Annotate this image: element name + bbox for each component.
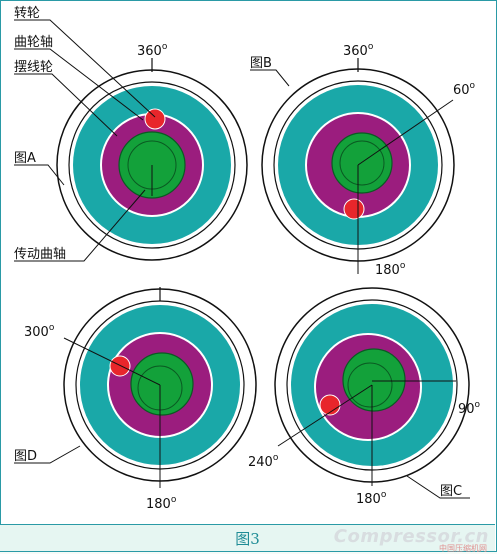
caption-bar: 图3 Compressor.cn 中国压缩机网 bbox=[0, 524, 495, 553]
rotor-ball-a bbox=[144, 108, 166, 130]
svg-text:180o: 180o bbox=[146, 495, 177, 512]
svg-text:240o: 240o bbox=[248, 453, 279, 470]
rotor-ball-b bbox=[343, 198, 365, 220]
crankshaft-inner-c bbox=[347, 362, 393, 408]
angle-a-top: 360 bbox=[137, 44, 162, 59]
rotor-ball-d bbox=[109, 355, 131, 377]
label-fig-b: 图B bbox=[250, 56, 272, 71]
leader-lines bbox=[14, 19, 470, 499]
angle-c-240: 240 bbox=[248, 455, 273, 470]
svg-text:60o: 60o bbox=[453, 81, 476, 98]
angle-b-bottom: 180 bbox=[375, 263, 400, 278]
figure-d bbox=[63, 287, 257, 488]
svg-text:300o: 300o bbox=[24, 323, 55, 340]
angle-b-top: 360 bbox=[343, 44, 368, 59]
svg-text:360o: 360o bbox=[137, 42, 168, 59]
figure-c bbox=[274, 287, 470, 486]
svg-text:360o: 360o bbox=[343, 42, 374, 59]
crankshaft-inner-b bbox=[339, 140, 385, 186]
label-qulunzhou: 曲轮轴 bbox=[14, 35, 53, 50]
figure-b bbox=[261, 58, 455, 274]
angle-c-bottom: 180 bbox=[356, 492, 381, 507]
crankshaft-d bbox=[130, 352, 194, 416]
label-fig-d: 图D bbox=[14, 449, 37, 464]
labels: 转轮 曲轮轴 摆线轮 图A 传动曲轴 图B 图D 图C 360o 360o 60… bbox=[14, 6, 481, 512]
crankshaft-c bbox=[342, 348, 406, 412]
label-zhuanlun: 转轮 bbox=[14, 6, 40, 21]
label-fig-c: 图C bbox=[440, 484, 462, 499]
angle-d-bottom: 180 bbox=[146, 497, 171, 512]
figure-caption: 图3 bbox=[235, 530, 260, 548]
rotor-ball-c bbox=[319, 394, 341, 416]
label-chuandong-quzhou: 传动曲轴 bbox=[14, 247, 66, 262]
svg-text:90o: 90o bbox=[458, 400, 481, 417]
crankshaft-b bbox=[331, 132, 393, 194]
watermark-subtitle: 中国压缩机网 bbox=[439, 544, 487, 553]
label-baixianlun: 摆线轮 bbox=[14, 60, 53, 75]
angle-c-90: 90 bbox=[458, 402, 475, 417]
svg-text:180o: 180o bbox=[356, 490, 387, 507]
angle-b-60: 60 bbox=[453, 83, 470, 98]
watermark-logo: Compressor.cn bbox=[333, 526, 489, 547]
svg-text:180o: 180o bbox=[375, 261, 406, 278]
figure-a bbox=[56, 58, 248, 261]
angle-d-300: 300 bbox=[24, 325, 49, 340]
label-fig-a: 图A bbox=[14, 151, 36, 166]
